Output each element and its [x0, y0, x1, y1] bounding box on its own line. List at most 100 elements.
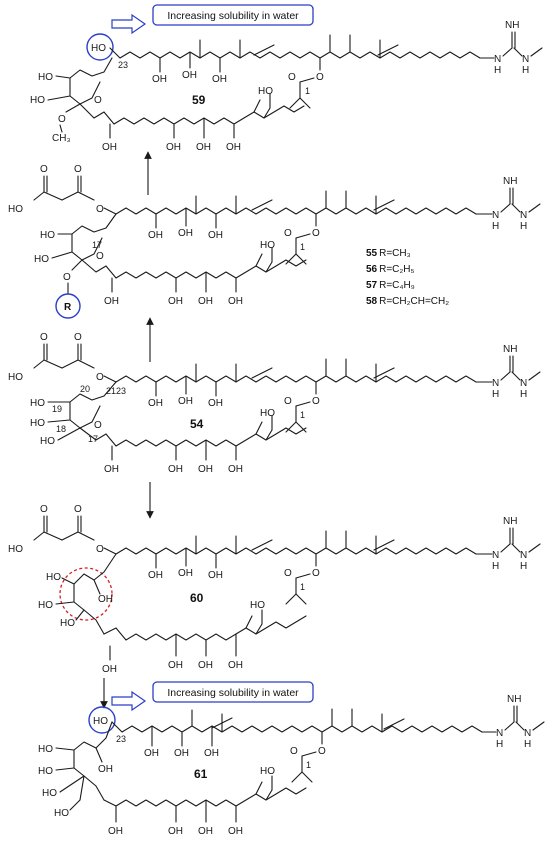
- callout-top-text: Increasing solubility in water: [167, 10, 299, 22]
- atom-label: HO: [260, 408, 275, 419]
- compound-60: 60: [190, 591, 204, 605]
- callout-top: Increasing solubility in water: [111, 4, 314, 35]
- atom-label: HO: [30, 418, 45, 429]
- locant-17: 17: [92, 240, 102, 250]
- atom-label: H: [520, 561, 527, 572]
- locant-23: 23: [116, 734, 126, 744]
- structure-54: O HO O O 23 OH OH OH N H NH N H: [8, 332, 541, 475]
- locant-23: 23: [118, 60, 128, 70]
- atom-label: O: [58, 114, 66, 125]
- atom-label: O: [96, 251, 104, 262]
- atom-label: O: [63, 272, 71, 283]
- atom-label: HO: [91, 43, 106, 54]
- opened-ring-highlight: [59, 567, 113, 621]
- atom-label: NH: [503, 516, 517, 527]
- compound-59: 59: [192, 93, 206, 107]
- atom-label: HO: [34, 254, 49, 265]
- atom-label: OH: [228, 296, 243, 307]
- atom-label: O: [96, 204, 104, 215]
- r-group-label: R: [64, 302, 72, 313]
- atom-label: HO: [30, 95, 45, 106]
- atom-label: HO: [260, 766, 275, 777]
- atom-label: OH: [148, 398, 163, 409]
- atom-label: OH: [198, 296, 213, 307]
- atom-label: HO: [38, 744, 53, 755]
- atom-label: OH: [168, 660, 183, 671]
- atom-label: OH: [228, 660, 243, 671]
- atom-label: HO: [8, 544, 23, 555]
- locant-1: 1: [300, 242, 305, 252]
- atom-label: OH: [178, 396, 193, 407]
- locant-23: 23: [116, 386, 126, 396]
- atom-label: O: [40, 332, 48, 343]
- callout-bottom-text: Increasing solubility in water: [167, 687, 299, 699]
- atom-label: OH: [208, 230, 223, 241]
- atom-label: H: [492, 221, 499, 232]
- atom-label: O: [40, 164, 48, 175]
- atom-label: OH: [104, 296, 119, 307]
- callout-bottom: Increasing solubility in water: [111, 681, 314, 712]
- locant-18: 18: [56, 424, 66, 434]
- compound-61: 61: [194, 767, 208, 781]
- atom-label: OH: [178, 568, 193, 579]
- atom-label: O: [74, 332, 82, 343]
- atom-label: OH: [102, 664, 117, 675]
- atom-label: OH: [182, 70, 197, 81]
- structure-55-58: O HO O O OH OH OH N H NH N H: [8, 164, 541, 319]
- atom-label: N: [520, 378, 527, 389]
- atom-label: N: [494, 54, 501, 65]
- r-group-circle: [55, 293, 81, 319]
- callout-top-box: [152, 4, 314, 26]
- locant-1: 1: [300, 410, 305, 420]
- locant-1: 1: [300, 582, 305, 592]
- atom-label: OH: [208, 398, 223, 409]
- atom-label: H: [520, 221, 527, 232]
- atom-label: CH₃: [52, 133, 71, 144]
- locant-21: 21: [106, 386, 116, 396]
- atom-label: OH: [198, 826, 213, 837]
- atom-label: OH: [168, 296, 183, 307]
- locant-20: 20: [80, 384, 90, 394]
- atom-label: OH: [228, 826, 243, 837]
- atom-label: HO: [46, 572, 61, 583]
- atom-label: O: [316, 72, 324, 83]
- atom-label: HO: [250, 600, 265, 611]
- atom-label: O: [290, 746, 298, 757]
- atom-label: OH: [104, 464, 119, 475]
- atom-label: NH: [507, 694, 521, 705]
- atom-label: N: [496, 728, 503, 739]
- atom-label: OH: [208, 570, 223, 581]
- atom-label: H: [492, 389, 499, 400]
- atom-label: OH: [98, 594, 113, 605]
- atom-label: HO: [38, 600, 53, 611]
- atom-label: O: [74, 504, 82, 515]
- atom-label: O: [96, 372, 104, 383]
- atom-label: HO: [30, 398, 45, 409]
- atom-label: HO: [260, 240, 275, 251]
- atom-label: OH: [168, 826, 183, 837]
- atom-label: N: [520, 550, 527, 561]
- locant-17: 17: [88, 434, 98, 444]
- atom-label: H: [522, 65, 529, 76]
- atom-label: N: [492, 378, 499, 389]
- atom-label: OH: [212, 74, 227, 85]
- atom-label: O: [288, 72, 296, 83]
- atom-label: HO: [60, 618, 75, 629]
- atom-label: N: [524, 728, 531, 739]
- atom-label: OH: [226, 142, 241, 153]
- locant-1: 1: [306, 760, 311, 770]
- atom-label: O: [284, 228, 292, 239]
- atom-label: H: [496, 739, 503, 750]
- atom-label: H: [492, 561, 499, 572]
- structure-59: HO 23 OH OH OH N H NH N H O O 1: [30, 20, 543, 153]
- atom-label: O: [96, 544, 104, 555]
- atom-label: HO: [40, 230, 55, 241]
- atom-label: N: [522, 54, 529, 65]
- atom-label: OH: [102, 142, 117, 153]
- atom-label: NH: [503, 344, 517, 355]
- atom-label: OH: [148, 570, 163, 581]
